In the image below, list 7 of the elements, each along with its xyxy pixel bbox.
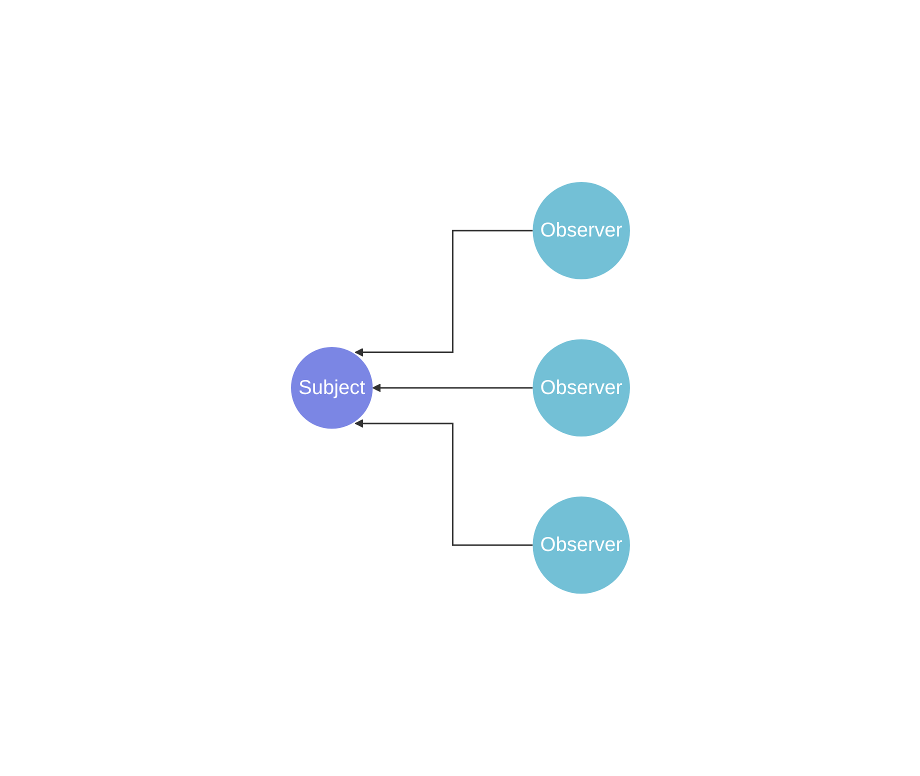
node-circle: Subject xyxy=(290,347,372,429)
node-circle: Observer xyxy=(532,182,630,280)
arrow xyxy=(354,230,533,357)
node-circle: Observer xyxy=(532,339,630,437)
arrow xyxy=(354,419,533,546)
node-circle: Observer xyxy=(532,496,630,594)
arrow xyxy=(372,384,533,392)
